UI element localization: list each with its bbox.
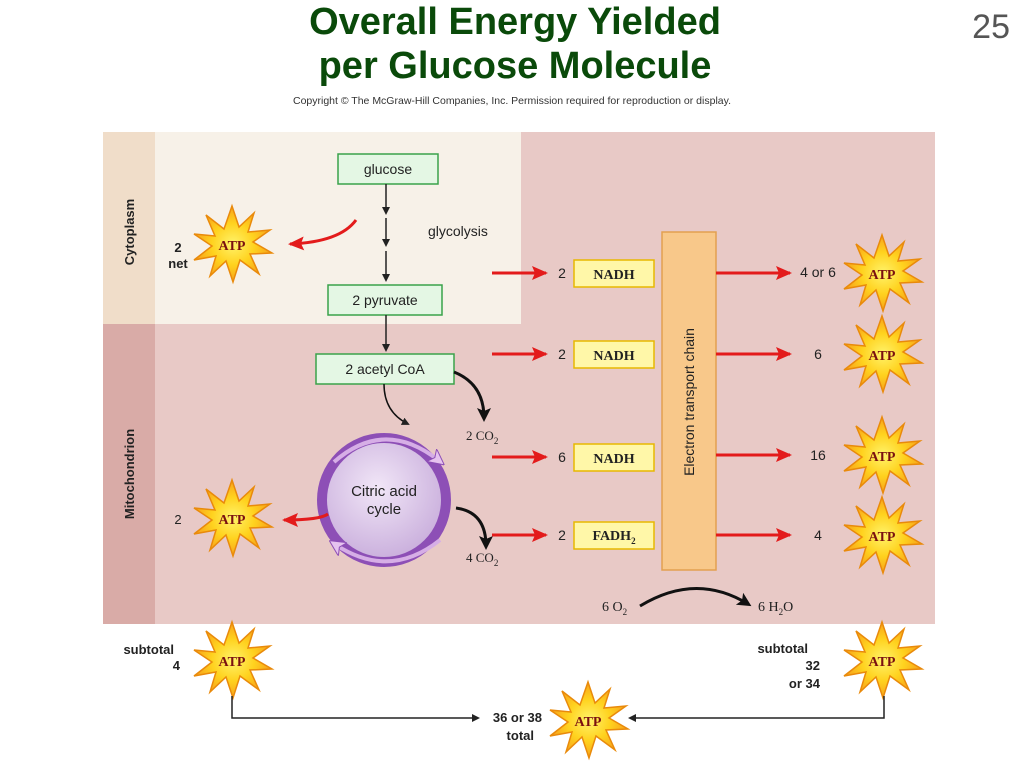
glucose-box [337, 153, 439, 185]
title-line-2: per Glucose Molecule [318, 45, 712, 87]
acetyl-coa-label: 2 acetyl CoA [345, 361, 425, 377]
cytoplasm-atp-net: net [168, 256, 188, 271]
electron-transport-chain-label: Electron transport chain [681, 328, 697, 476]
carrier-row-4: 2 FADH2 [492, 521, 655, 550]
glycolysis-atp-arrow [288, 219, 358, 251]
co2-top-arrow [453, 370, 491, 422]
cytoplasm-atp-count: 2 [174, 240, 181, 255]
left-subtotal-label: subtotal [123, 642, 174, 657]
pyruvate-label: 2 pyruvate [352, 292, 418, 308]
cytoplasm-atp-label: ATP [219, 239, 246, 254]
copyright-notice: Copyright © The McGraw-Hill Companies, I… [292, 95, 732, 107]
left-subtotal-atp-label: ATP [219, 655, 246, 670]
left-total-connector [231, 696, 480, 722]
carrier-4-count: 2 [558, 527, 566, 543]
electron-transport-chain [661, 231, 717, 571]
yield-1-atp-label: ATP [869, 268, 896, 283]
carrier-3-count: 6 [558, 449, 566, 465]
total-value: 36 or 38 [493, 710, 542, 725]
carrier-2-label: NADH [593, 349, 634, 364]
citric-acid-label-2: cycle [367, 501, 401, 518]
cycle-atp-arrow [282, 512, 329, 527]
cytoplasm-label: Cytoplasm [122, 199, 137, 265]
co2-top-label: 2 CO2 [466, 428, 498, 446]
cycle-arrow-bottom [336, 538, 442, 564]
carrier-4-label: FADH2 [592, 529, 636, 546]
mito-atp-label: ATP [219, 513, 246, 528]
pyruvate-box [327, 284, 443, 316]
right-subtotal-value-2: or 34 [789, 676, 821, 691]
right-subtotal-label: subtotal [757, 641, 808, 656]
water-label: 6 H2O [758, 600, 793, 617]
cytoplasm-sidebar [103, 132, 155, 324]
yield-2-atp-label: ATP [869, 349, 896, 364]
cycle-arrow-top [332, 437, 438, 462]
oxygen-label: 6 O2 [602, 600, 627, 617]
cytoplasm-region [103, 132, 521, 324]
carrier-1-label: NADH [593, 268, 634, 283]
co2-bottom-arrow [455, 506, 493, 550]
carrier-2-box [573, 340, 655, 369]
mito-atp-count: 2 [174, 512, 181, 527]
carrier-3-box [573, 443, 655, 472]
co2-bottom-label: 4 CO2 [466, 550, 498, 568]
oxygen-to-water-arrow [639, 587, 752, 608]
yield-3-value: 16 [810, 447, 826, 463]
slide-number: 25 [972, 8, 1010, 46]
carrier-row-3: 6 NADH [492, 443, 655, 472]
slide-title: Overall Energy Yielded per Glucose Molec… [250, 0, 780, 88]
yield-4-value: 4 [814, 527, 822, 543]
total-label: total [507, 728, 534, 743]
carrier-1-count: 2 [558, 265, 566, 281]
acetyl-to-cycle-arrow [383, 383, 410, 425]
carrier-2-count: 2 [558, 346, 566, 362]
mitochondrion-sidebar [103, 324, 155, 624]
glucose-label: glucose [364, 161, 412, 177]
title-line-1: Overall Energy Yielded [309, 1, 721, 43]
carrier-4-box [573, 521, 655, 550]
yield-1-value: 4 or 6 [800, 264, 836, 280]
carrier-row-1: 2 NADH [492, 259, 655, 288]
carrier-3-label: NADH [593, 452, 634, 467]
acetyl-coa-box [315, 353, 455, 385]
total-atp-label: ATP [575, 715, 602, 730]
glycolysis-label: glycolysis [428, 223, 488, 239]
right-subtotal-atp-label: ATP [869, 655, 896, 670]
yield-3-atp-label: ATP [869, 450, 896, 465]
yield-2-value: 6 [814, 346, 822, 362]
citric-acid-label-1: Citric acid [351, 483, 417, 500]
carrier-row-2: 2 NADH [492, 340, 655, 369]
right-subtotal-value-1: 32 [806, 658, 820, 673]
right-total-connector [628, 696, 885, 722]
mitochondrion-label: Mitochondrion [122, 429, 137, 519]
left-subtotal-value: 4 [173, 658, 181, 673]
carrier-1-box [573, 259, 655, 288]
yield-4-atp-label: ATP [869, 530, 896, 545]
